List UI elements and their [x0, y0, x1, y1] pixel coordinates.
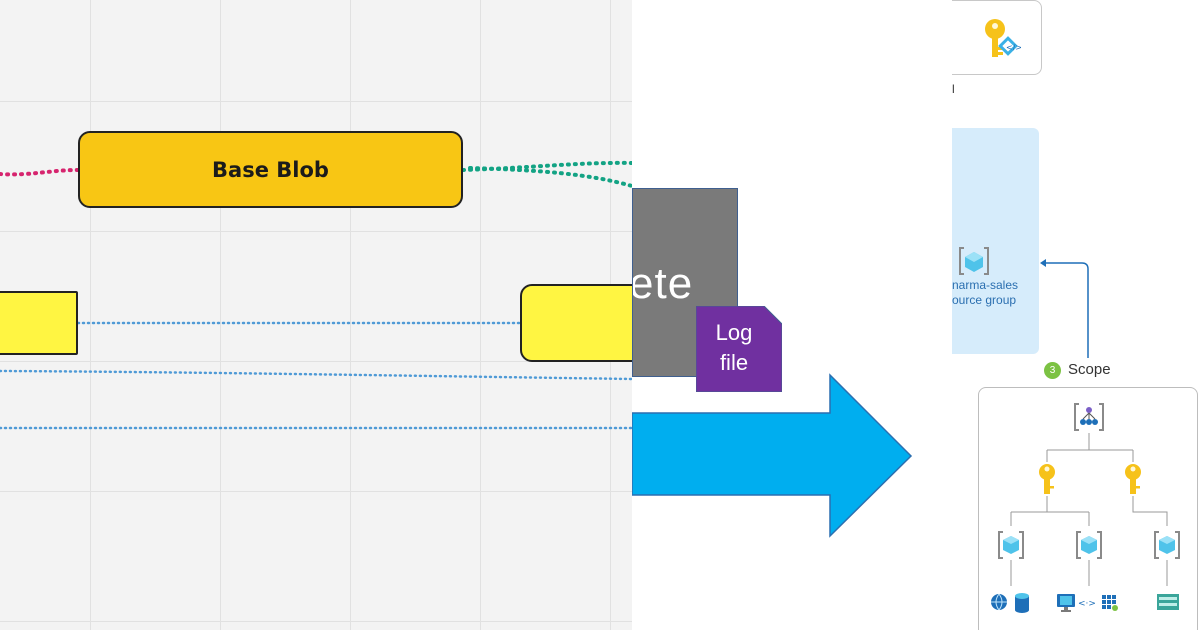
key-icon-left — [1039, 464, 1055, 494]
resource-group-type: ource group — [952, 293, 1017, 307]
process-panel: ete Log file — [632, 0, 952, 630]
log-file-label-line2: file — [719, 350, 749, 375]
globe-icon — [991, 593, 1007, 611]
pink-dotted-connector — [0, 168, 80, 177]
scope-label: Scope — [1068, 361, 1111, 378]
rbac-diagram-panel: </> l narma-sales ource group 3 Scope — [952, 0, 1200, 630]
resource-group-icon-1 — [998, 531, 1024, 559]
log-file-label-line1: Log — [715, 320, 753, 345]
blue-dotted-connector-2 — [0, 369, 632, 381]
scope-step-badge: 3 — [1044, 362, 1061, 379]
teal-dotted-connector-2 — [468, 166, 632, 188]
resource-group-name: narma-sales — [952, 278, 1019, 292]
monitor-icon — [1057, 594, 1075, 612]
teal-dotted-connector-1 — [461, 160, 632, 172]
resource-group-icon — [959, 247, 989, 275]
key-icon-right — [1125, 464, 1141, 494]
whiteboard-panel: Base Blob — [0, 0, 632, 630]
key-caption-fragment: l — [952, 82, 955, 96]
management-group-icon — [1074, 403, 1104, 431]
delete-block-text: ete — [632, 259, 694, 308]
key-id-icon: </> — [985, 19, 1021, 57]
resource-group-icon-3 — [1154, 531, 1180, 559]
svg-text:<·>: <·> — [1078, 599, 1096, 609]
base-blob-label: Base Blob — [212, 157, 329, 182]
log-file-shape — [696, 306, 782, 392]
log-file-label: Log file — [696, 318, 772, 378]
svg-text:</>: </> — [1006, 43, 1021, 52]
delete-block: ete — [632, 188, 738, 377]
grid-app-icon — [1102, 595, 1118, 611]
resource-group-box[interactable] — [952, 128, 1039, 354]
yellow-note-right[interactable] — [520, 284, 632, 362]
role-definition-card[interactable]: </> — [952, 0, 1042, 75]
right-arrow-icon — [632, 373, 913, 538]
resource-group-icon-2 — [1076, 531, 1102, 559]
scope-arrow — [1040, 259, 1089, 358]
vnet-icon: <·> — [1078, 599, 1096, 609]
connector-lines — [0, 160, 632, 430]
scope-hierarchy-tree: <·> — [991, 403, 1180, 613]
scope-hierarchy-card[interactable]: <·> — [978, 387, 1198, 630]
yellow-note-left[interactable] — [0, 291, 78, 355]
storage-icon — [1157, 594, 1179, 610]
database-icon — [1015, 593, 1029, 613]
base-blob-node[interactable]: Base Blob — [78, 131, 463, 208]
